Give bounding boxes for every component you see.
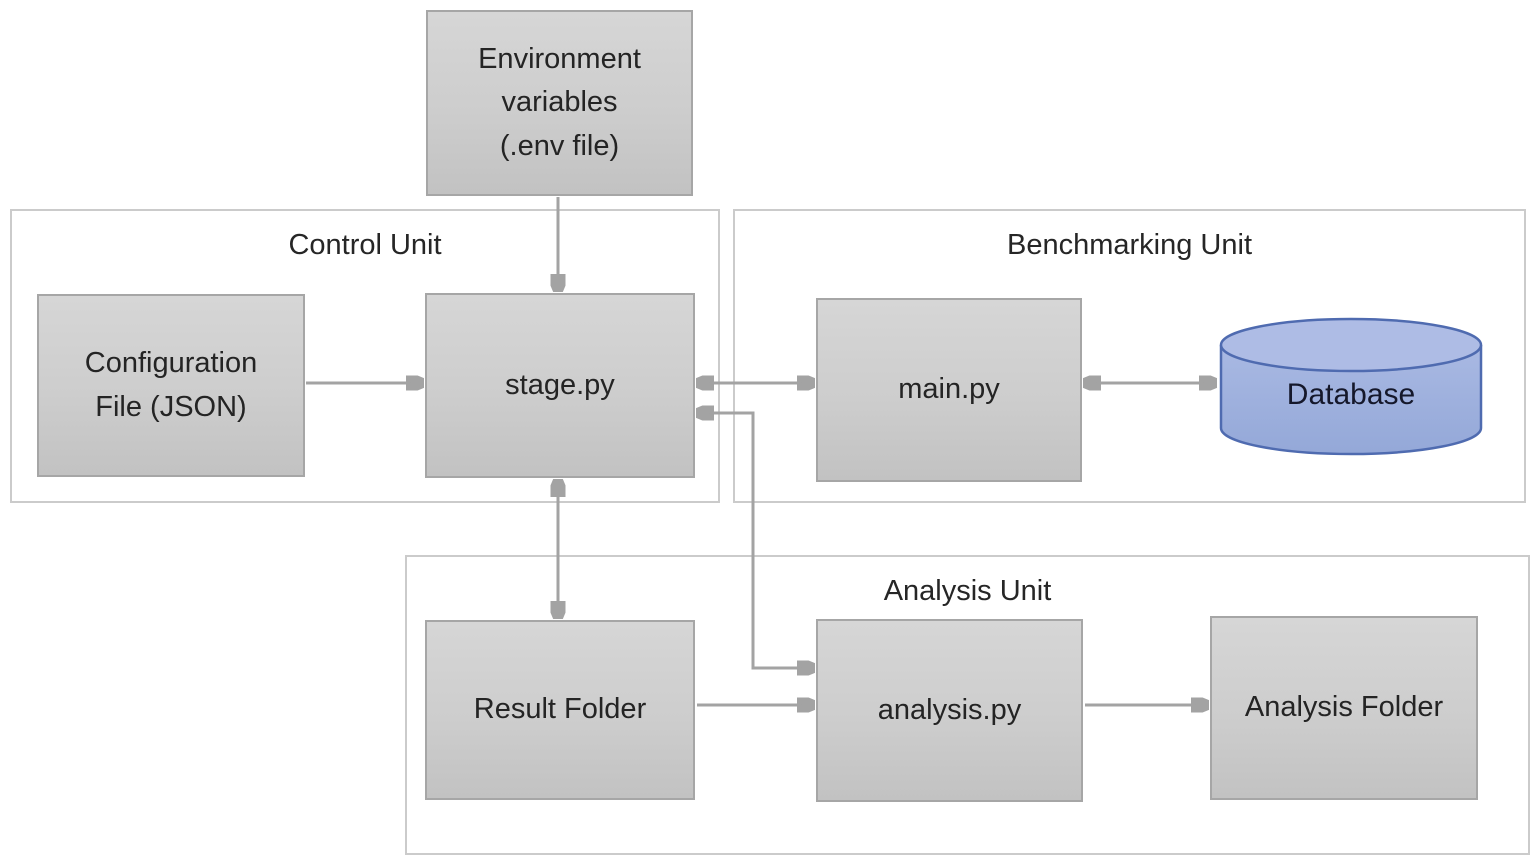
result-folder-node: Result Folder: [425, 620, 695, 800]
environment-variables-line1: Environment: [478, 42, 641, 75]
result-folder-label: Result Folder: [473, 693, 647, 726]
configuration-file-line2: File (JSON): [95, 390, 247, 423]
database-cylinder-icon: [1219, 317, 1483, 456]
configuration-file-line1: Configuration: [84, 347, 258, 379]
database-label: Database: [1286, 378, 1416, 411]
analysis-py-label: analysis.py: [877, 693, 1022, 726]
analysis-unit-label: Analysis Unit: [883, 575, 1052, 607]
benchmarking-unit-label: Benchmarking Unit: [1007, 229, 1252, 261]
control-unit-label: Control Unit: [288, 229, 442, 261]
benchmarking-unit-container: Benchmarking Unit: [733, 209, 1526, 503]
stage-py-label: stage.py: [505, 368, 615, 401]
environment-variables-node: Environment variables (.env file): [426, 10, 693, 196]
main-py-label: main.py: [898, 373, 1000, 406]
database-node: Database: [1218, 316, 1484, 458]
stage-py-node: stage.py: [425, 293, 695, 478]
main-py-node: main.py: [816, 298, 1082, 482]
environment-variables-line3: (.env file): [499, 129, 620, 162]
analysis-folder-label: Analysis Folder: [1244, 691, 1444, 724]
environment-variables-line2: variables: [501, 86, 618, 119]
configuration-file-node: Configuration File (JSON): [37, 294, 305, 477]
analysis-folder-node: Analysis Folder: [1210, 616, 1478, 800]
control-unit-container: Control Unit: [10, 209, 720, 503]
analysis-py-node: analysis.py: [816, 619, 1083, 802]
analysis-unit-container: Analysis Unit: [405, 555, 1530, 855]
